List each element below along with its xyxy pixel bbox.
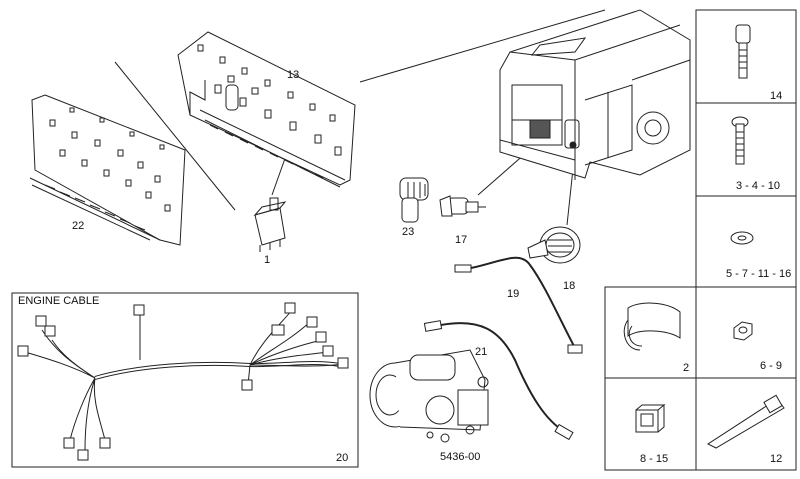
right-panel-grid (604, 9, 797, 471)
starter-motor-drawing (369, 349, 489, 443)
part-label-5-7-11-16: 5 - 7 - 11 - 16 (726, 268, 792, 280)
panel-13-drawing (177, 31, 356, 188)
part-label-2: 2 (683, 362, 690, 374)
connector-23-drawing (399, 177, 429, 223)
panel-22-drawing (29, 94, 186, 246)
part-label-12: 12 (770, 453, 783, 465)
part-label-22: 22 (72, 220, 85, 232)
horn-18-drawing (527, 226, 581, 264)
leader-line (359, 9, 606, 83)
nut-icon (733, 321, 753, 341)
part-label-1: 1 (264, 254, 271, 266)
cable-21-drawing (423, 320, 574, 441)
part-label-18: 18 (563, 280, 576, 292)
cable-19-drawing (454, 256, 583, 354)
part-label-19: 19 (507, 288, 520, 300)
part-label-14: 14 (770, 90, 783, 102)
part-label-17: 17 (455, 234, 468, 246)
clip-2-icon (623, 302, 681, 351)
part-label-6-9: 6 - 9 (760, 360, 783, 372)
engine-cable-harness-drawing (11, 292, 359, 468)
part-label-21: 21 (475, 346, 488, 358)
part-label-5436-00: 5436-00 (440, 451, 481, 463)
part-label-13: 13 (287, 69, 300, 81)
bolt-14-icon (735, 24, 751, 79)
sensor-17-drawing (439, 195, 486, 217)
clip-8-15-icon (635, 403, 666, 433)
leader-line (114, 61, 236, 211)
part-label-8-15: 8 - 15 (640, 453, 669, 465)
washer-icon (730, 231, 754, 245)
relay-1-drawing (253, 197, 287, 252)
bus-drawing (499, 9, 691, 180)
part-label-3-4-10: 3 - 4 - 10 (736, 180, 781, 192)
engine-cable-title: ENGINE CABLE (18, 295, 100, 307)
cable-tie-12-icon (706, 394, 785, 449)
part-label-23: 23 (402, 226, 415, 238)
screw-3-4-10-icon (731, 116, 749, 165)
part-label-20: 20 (336, 452, 349, 464)
